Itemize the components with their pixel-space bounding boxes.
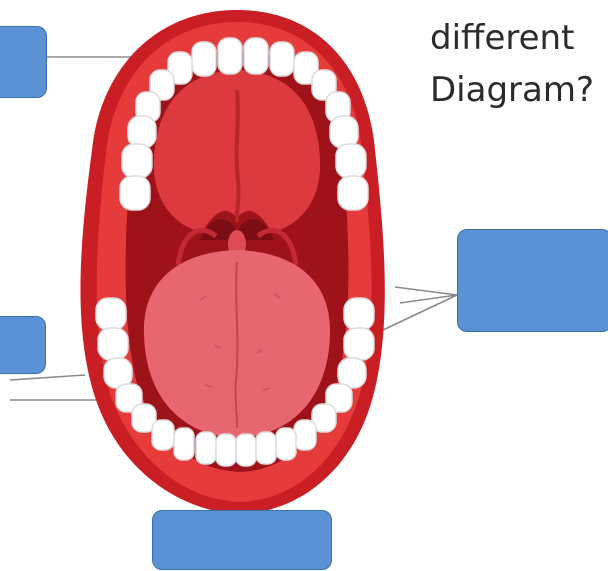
label-box-bottom[interactable]: [152, 510, 332, 570]
leader-line-mid-left-a: [10, 375, 85, 380]
label-box-top-left[interactable]: [0, 26, 47, 98]
leader-line-right-c: [395, 287, 457, 295]
label-box-mid-left[interactable]: [0, 316, 46, 374]
label-box-right[interactable]: [457, 229, 608, 332]
palate-midline: [237, 90, 239, 222]
